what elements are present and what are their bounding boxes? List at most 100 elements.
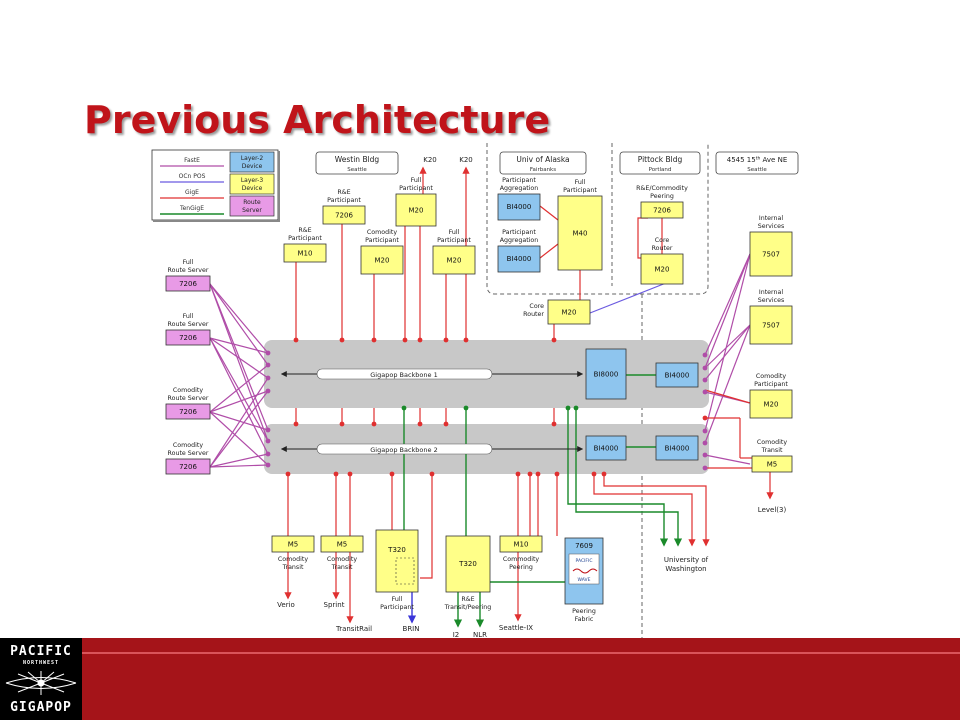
- junction-dot: [285, 471, 291, 477]
- device-box: [749, 389, 793, 419]
- device-bi8000: BI8000: [585, 348, 627, 400]
- junction-dot: [265, 388, 271, 394]
- junction-dot: [443, 421, 449, 427]
- junction-dot: [601, 471, 607, 477]
- device-box: [165, 329, 211, 346]
- device-caption: Core: [655, 237, 670, 244]
- device-caption: Transit: [282, 564, 304, 571]
- device-caption: Full: [183, 313, 194, 320]
- device-label: BI4000: [507, 203, 532, 211]
- junction-dot: [339, 337, 345, 343]
- logo-burst-icon: [5, 671, 77, 695]
- uw-label-2: Washington: [665, 565, 706, 573]
- legend-layer2-swatch: [229, 151, 275, 173]
- device-box: [283, 243, 327, 263]
- device-caption: Transit: [761, 447, 783, 454]
- device-caption: Route Server: [168, 267, 209, 274]
- device-label: M5: [288, 541, 299, 549]
- junction-dot: [535, 471, 541, 477]
- backbone-1-label-box: [316, 368, 493, 380]
- backbone-1-label: Gigapop Backbone 1: [370, 371, 437, 379]
- device-label: 7507: [762, 251, 780, 259]
- device-caption: Transit/Peering: [444, 604, 492, 611]
- junction-dots: [265, 337, 708, 477]
- pacific-wave-top-text: PACIFIC: [576, 558, 593, 564]
- junction-dot: [333, 471, 339, 477]
- device-label: 7206: [179, 280, 197, 288]
- legend-route-server-label-1: Route: [243, 199, 261, 206]
- junction-dot: [565, 405, 571, 411]
- device-label: T320: [387, 546, 406, 554]
- device-caption: Internal: [759, 215, 784, 222]
- device-box: [360, 245, 404, 275]
- device-bi4000-r2: BI4000: [655, 435, 699, 461]
- logo-bottom-text: GIGAPOP: [10, 700, 72, 715]
- junction-dot: [591, 471, 597, 477]
- device-caption: R&E: [298, 227, 311, 234]
- junction-dot: [527, 471, 533, 477]
- device-label: M20: [447, 257, 462, 265]
- device-box: [547, 299, 591, 325]
- external-labels: K20 K20 Verio Sprint TransitRail BRIN I2…: [277, 156, 786, 639]
- device-box: [322, 205, 366, 225]
- device-caption: Fabric: [575, 616, 594, 623]
- junction-dot: [265, 375, 271, 381]
- device-caption: Participant: [754, 381, 788, 388]
- junction-dot: [265, 451, 271, 457]
- device-label: M20: [409, 207, 424, 215]
- device-label: M10: [298, 250, 313, 258]
- device-label: BI4000: [665, 445, 690, 453]
- junction-dot: [371, 421, 377, 427]
- device-box: [655, 362, 699, 388]
- device-box: [395, 193, 437, 227]
- junction-dot: [265, 350, 271, 356]
- device-caption: Comodity: [278, 556, 308, 563]
- site-headers: Westin Bldg Seattle Univ of Alaska Fairb…: [315, 151, 799, 175]
- device-caption: Full: [575, 179, 586, 186]
- device-label: 7206: [179, 408, 197, 416]
- junction-dot: [417, 421, 423, 427]
- device-box: [655, 435, 699, 461]
- legend-gig-e-label: GigE: [185, 189, 199, 196]
- i2-label: I2: [453, 631, 460, 639]
- nlr-label: NLR: [473, 631, 487, 639]
- device-box: [640, 253, 684, 285]
- legend-layer2-label-1: Layer-2: [241, 155, 264, 162]
- device-caption: Comodity: [327, 556, 357, 563]
- device-caption: Participant: [288, 235, 322, 242]
- junction-dot: [371, 337, 377, 343]
- device-label: BI4000: [594, 445, 619, 453]
- junction-dot: [515, 471, 521, 477]
- device-label: 7206: [335, 212, 353, 220]
- legend-route-server-swatch: [229, 195, 275, 217]
- legend-layer3-swatch: [229, 173, 275, 195]
- device-box: [445, 535, 491, 593]
- junction-dot: [702, 452, 708, 458]
- device-caption: Participant: [365, 237, 399, 244]
- device-caption: Router: [652, 245, 673, 252]
- junction-dot: [265, 462, 271, 468]
- device-caption: Comodity: [173, 387, 203, 394]
- device-box: [499, 535, 543, 553]
- device-label: M20: [655, 266, 670, 274]
- legend-route-server-label-2: Server: [242, 207, 262, 214]
- device-caption: Router: [523, 311, 544, 318]
- device-caption: Services: [758, 223, 785, 230]
- pacific-wave-icon: [572, 568, 598, 574]
- footer-bar: [0, 638, 960, 720]
- site-alaska-box: [499, 151, 587, 175]
- legend: FastE OCn POS GigE TenGigE Layer-2 Devic…: [151, 149, 280, 222]
- junction-dot: [389, 471, 395, 477]
- junction-dot: [293, 421, 299, 427]
- device-label: BI8000: [594, 371, 619, 379]
- device-caption: Participant: [502, 177, 536, 184]
